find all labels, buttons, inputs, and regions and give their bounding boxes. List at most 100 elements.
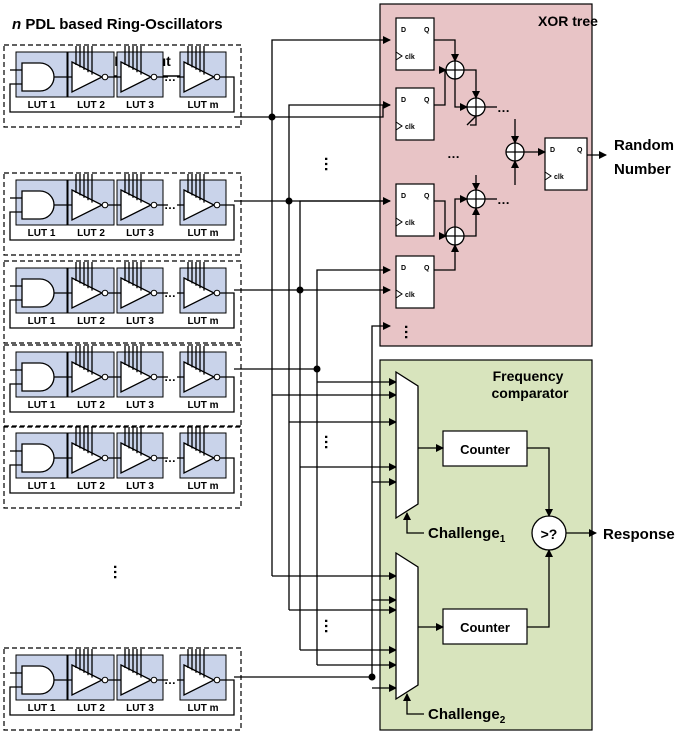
inverter-bubble-icon	[101, 201, 109, 209]
flip-flop-box	[544, 137, 588, 191]
inverter-bubble-icon	[101, 73, 109, 81]
comparator-symbol: >?	[541, 526, 558, 542]
xor-gate-icon	[505, 142, 525, 162]
inverter-bubble-icon	[150, 201, 158, 209]
mux1-vertical-ellipsis: …	[321, 434, 338, 450]
lut-label: LUT 1	[28, 703, 56, 714]
ff-q-label: Q	[424, 97, 430, 104]
lut-label: LUT m	[187, 100, 218, 111]
lut-label: LUT 1	[28, 316, 56, 327]
xor-gate-icon	[445, 60, 465, 80]
lut-label: LUT 3	[126, 703, 154, 714]
ff-d-label: D	[401, 265, 406, 272]
clock-triangle-icon	[395, 51, 403, 61]
xor-input-wire	[299, 200, 390, 290]
lut-label: LUT 2	[77, 481, 105, 492]
lut-label: LUT m	[187, 316, 218, 327]
inverter-bubble-icon	[213, 73, 221, 81]
inverter-bubble-icon	[101, 373, 109, 381]
inverter-bubble-icon	[101, 454, 109, 462]
flip-flop-box	[395, 87, 435, 141]
oscillator-dashed-box	[3, 172, 242, 256]
freq-title-line1: Frequency	[493, 368, 564, 384]
and-gate-icon	[21, 278, 55, 308]
challenge1-wire	[403, 512, 424, 534]
ff-clk-label: clk	[405, 292, 415, 299]
xor-vertical-ellipsis: …	[401, 324, 418, 340]
ff-d-label: D	[401, 97, 406, 104]
inverter-bubble-icon	[213, 373, 221, 381]
lut-label: LUT m	[187, 481, 218, 492]
lut-label: LUT 1	[28, 481, 56, 492]
and-gate-icon	[21, 362, 55, 392]
inverter-bubble-icon	[150, 676, 158, 684]
lut-label: LUT m	[187, 228, 218, 239]
ff-q-label: Q	[424, 27, 430, 34]
xor-input-wire	[316, 266, 391, 369]
xor-tree-wire	[470, 116, 477, 126]
xor-input-wire	[272, 101, 391, 118]
xor-ellipsis: …	[447, 146, 460, 161]
cell-ellipsis: …	[164, 198, 176, 212]
inverter-bubble-icon	[101, 676, 109, 684]
ff-d-label: D	[401, 27, 406, 34]
oscillator-vertical-ellipsis: …	[110, 564, 127, 580]
feedback-loop	[9, 679, 235, 716]
inverter-bubble-icon	[101, 289, 109, 297]
lut-label: LUT 2	[77, 400, 105, 411]
oscillators-title: n PDL based Ring-Oscillators	[12, 16, 223, 33]
lut-label: LUT 1	[28, 228, 56, 239]
inverter-bubble-icon	[213, 201, 221, 209]
feedback-loop	[9, 457, 235, 494]
flip-flop-box	[395, 255, 435, 309]
xor-gate-icon	[466, 189, 486, 209]
lut-label: LUT 3	[126, 228, 154, 239]
xor-ellipsis: …	[497, 100, 510, 115]
challenge1-label: Challenge1	[428, 525, 506, 545]
ff-clk-label: clk	[405, 220, 415, 227]
clock-triangle-icon	[395, 289, 403, 299]
title-rest: PDL based Ring-Oscillators	[21, 16, 222, 33]
ff-clk-label: clk	[554, 174, 564, 181]
feedback-loop	[9, 376, 235, 413]
lut-label: LUT 3	[126, 100, 154, 111]
lut-label: LUT 1	[28, 400, 56, 411]
and-gate-icon	[21, 665, 55, 695]
xor-gate-icon	[445, 226, 465, 246]
cell-ellipsis: …	[164, 70, 176, 84]
xor-tree-wire	[434, 39, 459, 62]
oscillator-dashed-box	[3, 425, 242, 509]
title-n: n	[12, 16, 21, 33]
random-label-line1: Random	[614, 137, 674, 154]
lut-label: LUT m	[187, 400, 218, 411]
xor-tree-wire	[454, 195, 468, 227]
and-gate-icon	[21, 62, 55, 92]
freq-title-line2: comparator	[491, 385, 569, 401]
oscillator-dashed-box	[3, 260, 242, 344]
counter1-to-comparator	[527, 447, 553, 517]
lut-label: LUT 2	[77, 703, 105, 714]
feedback-loop	[9, 76, 235, 113]
ff-q-label: Q	[424, 265, 430, 272]
lut-label: LUT 3	[126, 481, 154, 492]
xor-input-wire	[371, 322, 391, 677]
cell-ellipsis: …	[164, 451, 176, 465]
wiring	[234, 36, 397, 692]
ff-d-label: D	[550, 147, 555, 154]
feedback-loop	[9, 204, 235, 241]
xor-input-wire	[288, 104, 390, 201]
lut-label: LUT 3	[126, 316, 154, 327]
xor-tree-wire	[466, 115, 477, 126]
counter2-to-comparator	[527, 549, 553, 628]
xor-input-wire	[271, 36, 391, 117]
and-gate-icon	[21, 190, 55, 220]
ff-clk-label: clk	[405, 124, 415, 131]
ff-clk-label: clk	[405, 54, 415, 61]
